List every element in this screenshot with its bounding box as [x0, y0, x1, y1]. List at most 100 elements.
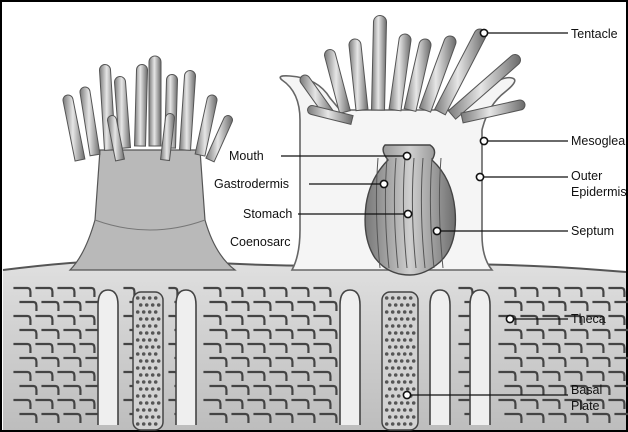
columella-pore [406, 415, 410, 419]
columella-pore [400, 317, 404, 321]
columella-pore [154, 338, 158, 342]
columella-pore [142, 394, 146, 398]
columella-pore [406, 359, 410, 363]
columella-pore [385, 324, 389, 328]
columella-pore [142, 310, 146, 314]
columella-pore [403, 310, 407, 314]
columella-pore [403, 324, 407, 328]
label-mouth: Mouth [229, 149, 264, 163]
columella-pore [136, 380, 140, 384]
label-septum: Septum [571, 224, 614, 238]
columella-pore [151, 317, 155, 321]
columella-pore [403, 352, 407, 356]
columella-pore [154, 380, 158, 384]
columella-pore [385, 352, 389, 356]
columella-pore [154, 352, 158, 356]
columella-pore [385, 394, 389, 398]
columella-pore [151, 401, 155, 405]
columella-pore [394, 373, 398, 377]
columella-pore [397, 296, 401, 300]
columella-pore [397, 352, 401, 356]
columella-pore [142, 338, 146, 342]
columella-pore [403, 380, 407, 384]
columella-pore [154, 394, 158, 398]
columella-pore [148, 310, 152, 314]
columella-pore [412, 331, 416, 335]
columella-pore [154, 296, 158, 300]
columella-pore [142, 422, 146, 426]
columella-pore [397, 366, 401, 370]
columella-pore [154, 422, 158, 426]
columella-pore [394, 331, 398, 335]
columella-pore [388, 373, 392, 377]
columella-pore [406, 317, 410, 321]
columella-pore [157, 359, 161, 363]
left-tentacle-5 [149, 56, 161, 146]
columella-pore [154, 408, 158, 412]
columella-pore [397, 380, 401, 384]
columella-pore [409, 422, 413, 426]
columella-pore [142, 408, 146, 412]
columella-pore [157, 345, 161, 349]
columella-pore [406, 331, 410, 335]
columella-pore [412, 415, 416, 419]
columella-pore [406, 401, 410, 405]
label-outer-epidermis-line1: Outer [571, 169, 602, 183]
columella-pore [151, 373, 155, 377]
columella-pore [145, 387, 149, 391]
columella-pore [136, 296, 140, 300]
columella-pore [406, 303, 410, 307]
columella-pore [139, 401, 143, 405]
columella-pore [406, 373, 410, 377]
columella-pore [391, 394, 395, 398]
columella-pore [157, 317, 161, 321]
columella-pore [397, 422, 401, 426]
columella-pore [139, 415, 143, 419]
columella-pore [136, 408, 140, 412]
columella-pore [391, 310, 395, 314]
columella-pore [148, 422, 152, 426]
columella-pore [151, 415, 155, 419]
columella-pore [385, 366, 389, 370]
columella-pore [142, 324, 146, 328]
columella-pore [148, 408, 152, 412]
columella-pore [157, 401, 161, 405]
columella-pore [145, 415, 149, 419]
columella-pore [400, 359, 404, 363]
columella-pore [157, 331, 161, 335]
columella-pore [400, 303, 404, 307]
columella-pore [136, 310, 140, 314]
columella-pore [412, 401, 416, 405]
columella-pore [139, 303, 143, 307]
skeleton-base [3, 260, 628, 430]
columella-pore [403, 422, 407, 426]
columella-pore [403, 366, 407, 370]
columella-pore [409, 366, 413, 370]
columella-pore [388, 331, 392, 335]
columella-pore [406, 387, 410, 391]
columella-pore [400, 373, 404, 377]
columella-pore [388, 303, 392, 307]
columella-pore [394, 415, 398, 419]
columella-pore [400, 331, 404, 335]
columella-pore [388, 317, 392, 321]
right-tentacle-3 [372, 16, 387, 111]
columella-pore [145, 401, 149, 405]
columella-pore [148, 366, 152, 370]
columella-pore [394, 359, 398, 363]
columella-pore [391, 408, 395, 412]
columella-pore [397, 338, 401, 342]
columella-pore [400, 387, 404, 391]
columella-pore [397, 310, 401, 314]
columella-pore [403, 408, 407, 412]
columella-pore [412, 317, 416, 321]
columella-pore [400, 345, 404, 349]
columella-pore [157, 387, 161, 391]
columella-pore [145, 373, 149, 377]
columella-pore [148, 296, 152, 300]
columella-pore [148, 324, 152, 328]
columella-pore [412, 387, 416, 391]
columella-pore [403, 338, 407, 342]
columella-pore [148, 380, 152, 384]
columella-pore [388, 401, 392, 405]
